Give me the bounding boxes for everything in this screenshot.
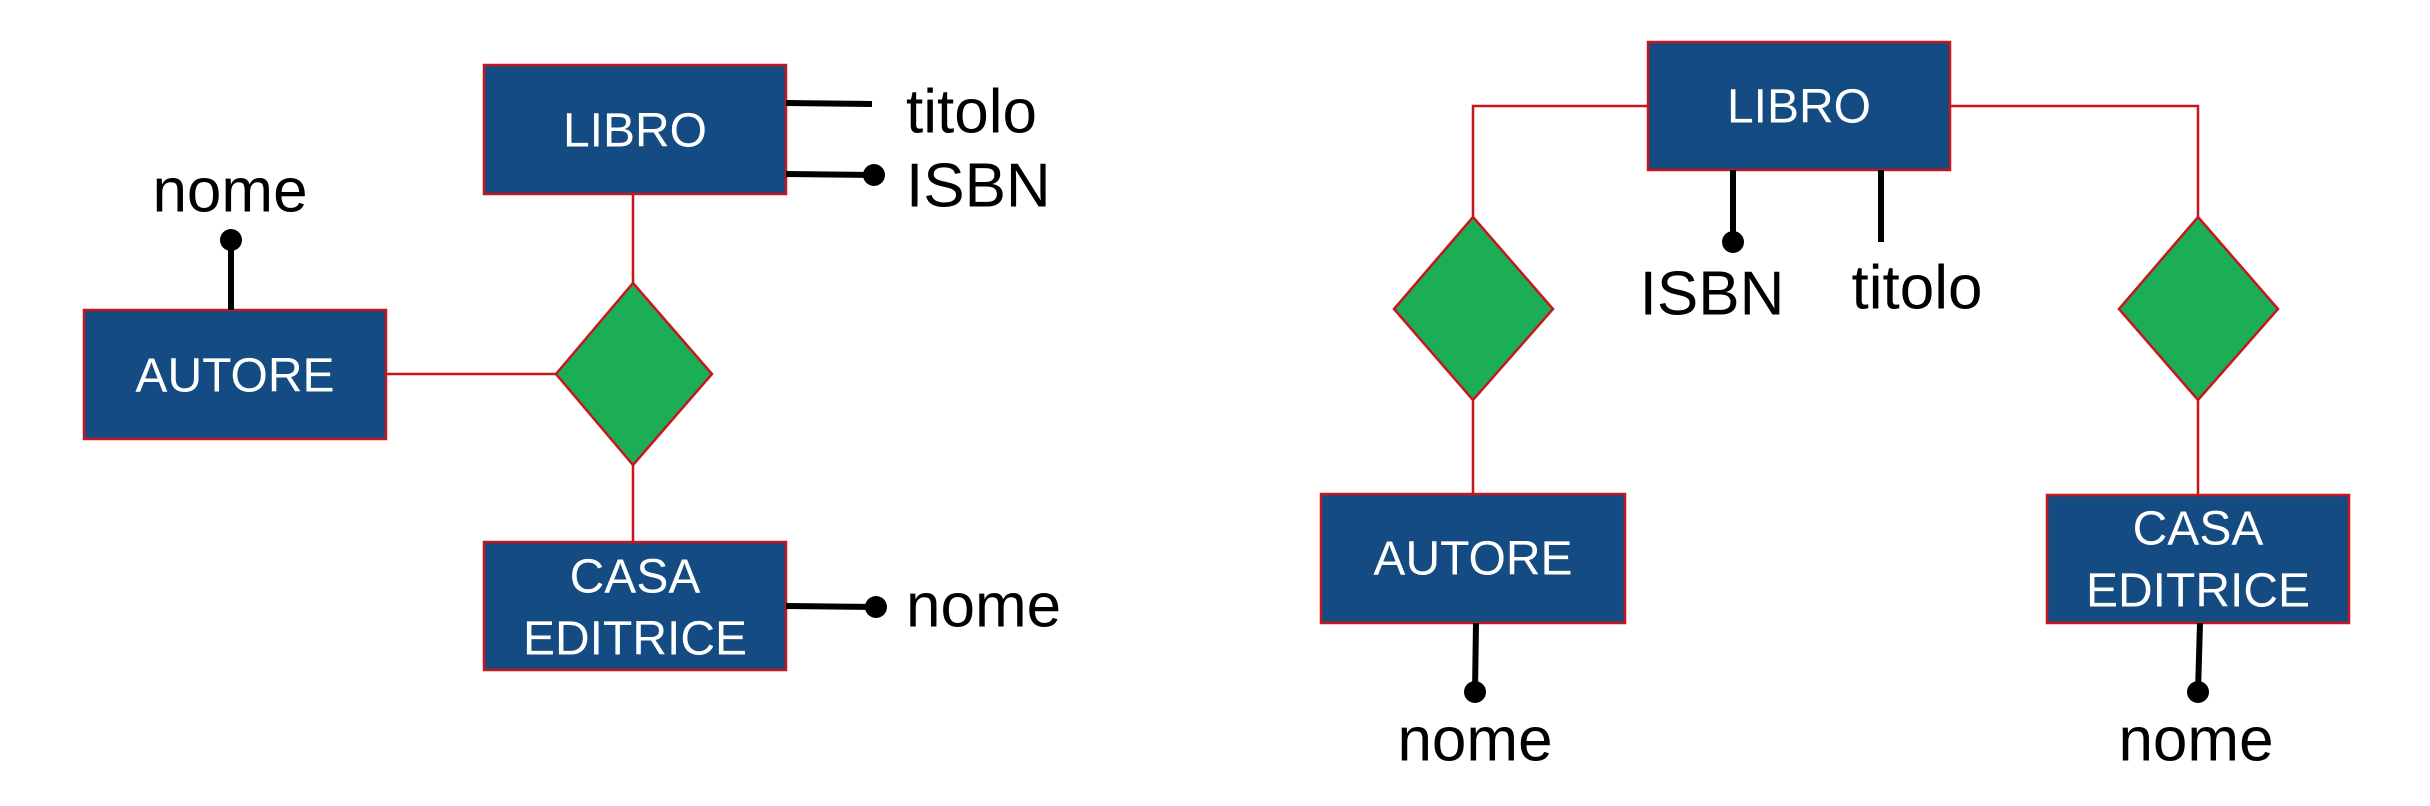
entity-libro-box <box>482 63 788 196</box>
attribute-casa-editrice-right-nome-label: nome <box>2118 705 2273 774</box>
attribute-autore-right-nome-line <box>1472 622 1479 693</box>
attribute-autore-nome[interactable]: nome <box>152 156 308 310</box>
attribute-libro-titolo[interactable]: titolo <box>785 77 1037 146</box>
entity-casa-editrice-right-label-line1: CASA <box>2133 503 2264 556</box>
attribute-libro-right-isbn-label: ISBN <box>1640 259 1785 328</box>
entity-libro-right[interactable]: LIBRO <box>1646 40 1952 172</box>
relation-diamond-libro-casa-editrice[interactable] <box>2117 215 2280 402</box>
left-diagram: LIBRO AUTORE CASA EDITRICE titolo ISBN <box>82 63 1061 672</box>
entity-autore-box <box>82 308 388 441</box>
entity-casa-editrice-label-line1: CASA <box>570 551 701 604</box>
ternary-relation-diamond[interactable] <box>554 281 714 467</box>
entity-autore-label: AUTORE <box>135 350 334 403</box>
attribute-casa-editrice-nome-line <box>785 603 877 610</box>
attribute-casa-editrice-nome[interactable]: nome <box>785 571 1061 640</box>
link-libro-relation-left <box>1471 104 1648 217</box>
relation-diamond-libro-autore[interactable] <box>1392 215 1555 402</box>
entity-casa-editrice[interactable]: CASA EDITRICE <box>482 540 788 672</box>
entity-casa-editrice-label-line2: EDITRICE <box>523 613 747 666</box>
attribute-libro-titolo-label: titolo <box>906 77 1037 146</box>
attribute-libro-titolo-line <box>785 100 873 107</box>
attribute-libro-isbn-line <box>785 171 875 178</box>
attribute-autore-right-nome[interactable]: nome <box>1397 622 1553 774</box>
attribute-libro-isbn-label: ISBN <box>906 151 1051 220</box>
attribute-casa-editrice-right-nome[interactable]: nome <box>2118 622 2274 774</box>
entity-autore-right-label: AUTORE <box>1373 533 1572 586</box>
entity-autore-right[interactable]: AUTORE <box>1319 492 1627 625</box>
attribute-autore-right-nome-key-dot <box>1464 681 1486 703</box>
attribute-libro-right-titolo-label: titolo <box>1852 253 1983 322</box>
attribute-casa-editrice-nome-key-dot <box>865 596 887 618</box>
attribute-casa-editrice-nome-label: nome <box>906 571 1061 640</box>
attribute-autore-nome-label: nome <box>152 156 307 225</box>
entity-casa-editrice-right[interactable]: CASA EDITRICE <box>2045 493 2351 625</box>
attribute-libro-right-titolo[interactable]: titolo <box>1852 170 1983 322</box>
attribute-libro-isbn-key-dot <box>863 164 885 186</box>
link-libro-relation-right <box>1950 104 2200 217</box>
attribute-libro-right-isbn[interactable]: ISBN <box>1640 170 1785 328</box>
entity-libro-right-box <box>1646 40 1952 172</box>
attribute-casa-editrice-right-nome-line <box>2195 622 2203 693</box>
attribute-autore-nome-key-dot <box>220 229 242 251</box>
entity-autore-right-box <box>1319 492 1627 625</box>
entity-libro-right-label: LIBRO <box>1727 81 1871 134</box>
entity-casa-editrice-box <box>482 540 788 672</box>
attribute-libro-right-isbn-key-dot <box>1722 231 1744 253</box>
entity-casa-editrice-right-box <box>2045 493 2351 625</box>
attribute-libro-isbn[interactable]: ISBN <box>785 151 1051 220</box>
attribute-casa-editrice-right-nome-key-dot <box>2187 681 2209 703</box>
right-diagram: LIBRO AUTORE CASA EDITRICE ISBN titolo <box>1319 40 2351 774</box>
entity-casa-editrice-right-label-line2: EDITRICE <box>2086 565 2310 618</box>
attribute-autore-right-nome-label: nome <box>1397 705 1552 774</box>
entity-libro-label: LIBRO <box>563 105 707 158</box>
entity-autore[interactable]: AUTORE <box>82 308 388 441</box>
entity-libro[interactable]: LIBRO <box>482 63 788 196</box>
